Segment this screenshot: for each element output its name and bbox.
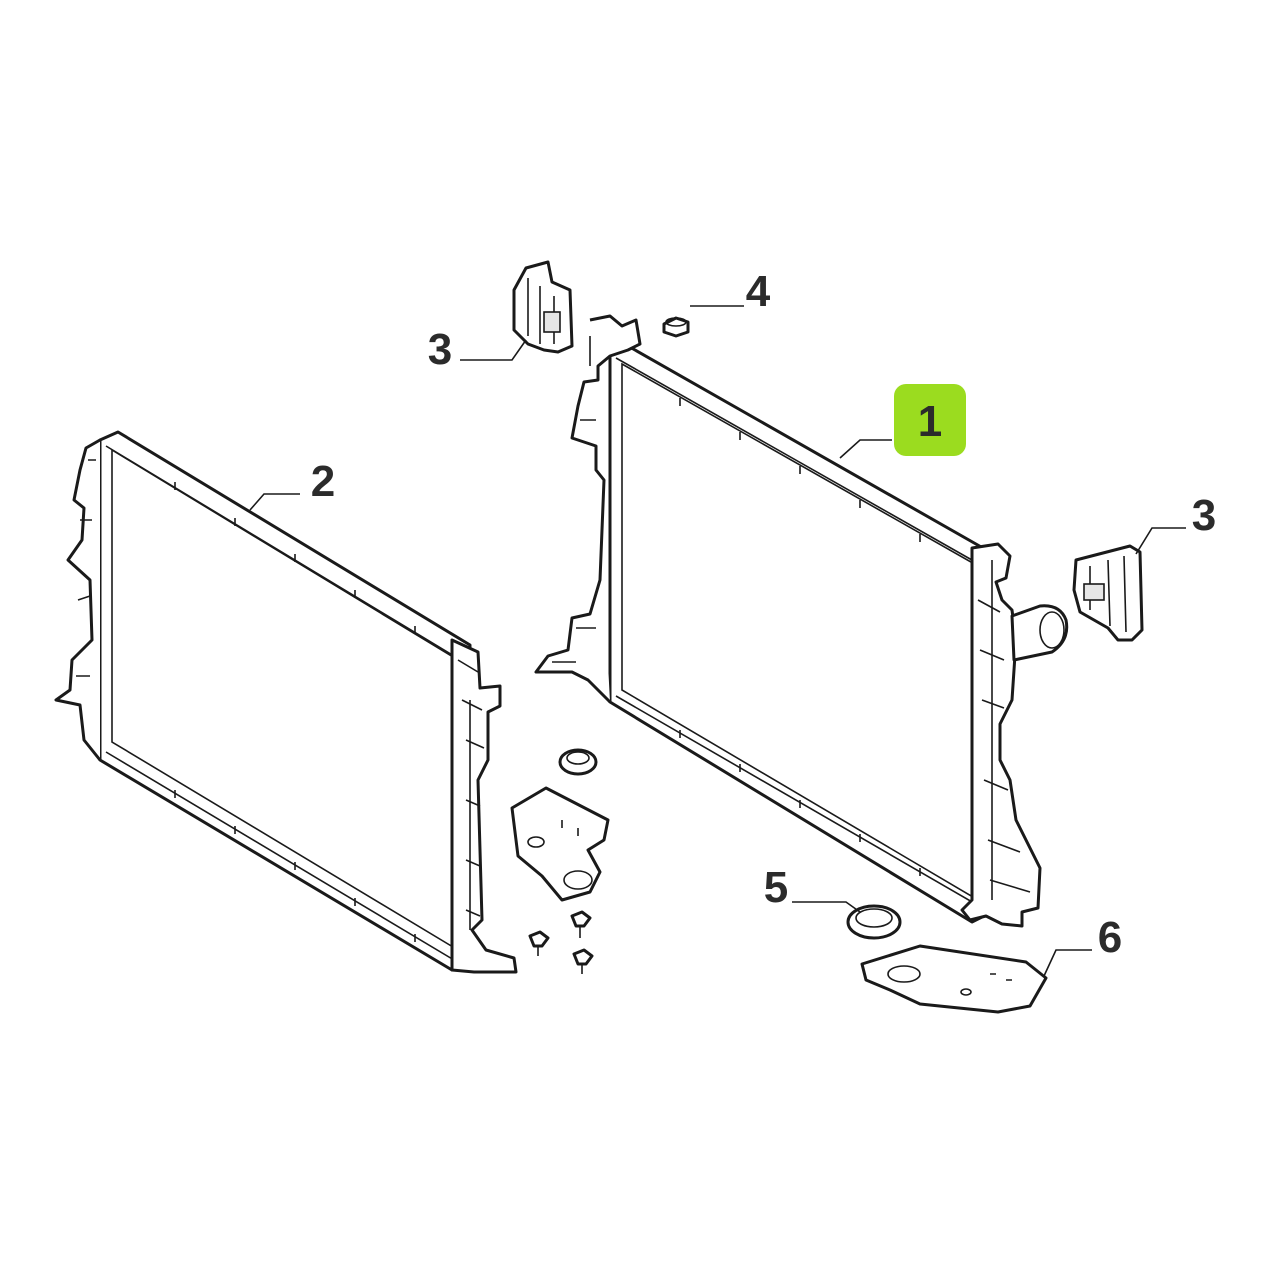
radiator-left[interactable]	[54, 430, 518, 974]
callout-5-label[interactable]: 5	[764, 863, 788, 912]
callout-1[interactable]: 1	[894, 384, 966, 456]
lower-bracket-left[interactable]	[510, 786, 610, 902]
cap[interactable]	[846, 904, 902, 940]
lower-bracket[interactable]	[860, 944, 1048, 1014]
radiator-right[interactable]	[534, 314, 1069, 928]
screw[interactable]	[662, 316, 690, 338]
bracket-right[interactable]	[1072, 544, 1144, 642]
plug-left[interactable]	[558, 748, 598, 776]
bolts[interactable]	[528, 910, 594, 974]
callout-3-top-label[interactable]: 3	[428, 325, 452, 374]
callout-2-label[interactable]: 2	[311, 457, 335, 506]
callout-1-label: 1	[918, 397, 942, 446]
callout-4-label[interactable]: 4	[746, 267, 771, 316]
bracket-top[interactable]	[512, 260, 574, 354]
callout-3-right-label[interactable]: 3	[1192, 491, 1216, 540]
callout-6-label[interactable]: 6	[1098, 913, 1122, 962]
callout-1-highlight	[894, 384, 966, 456]
leader-lines	[249, 305, 1186, 977]
